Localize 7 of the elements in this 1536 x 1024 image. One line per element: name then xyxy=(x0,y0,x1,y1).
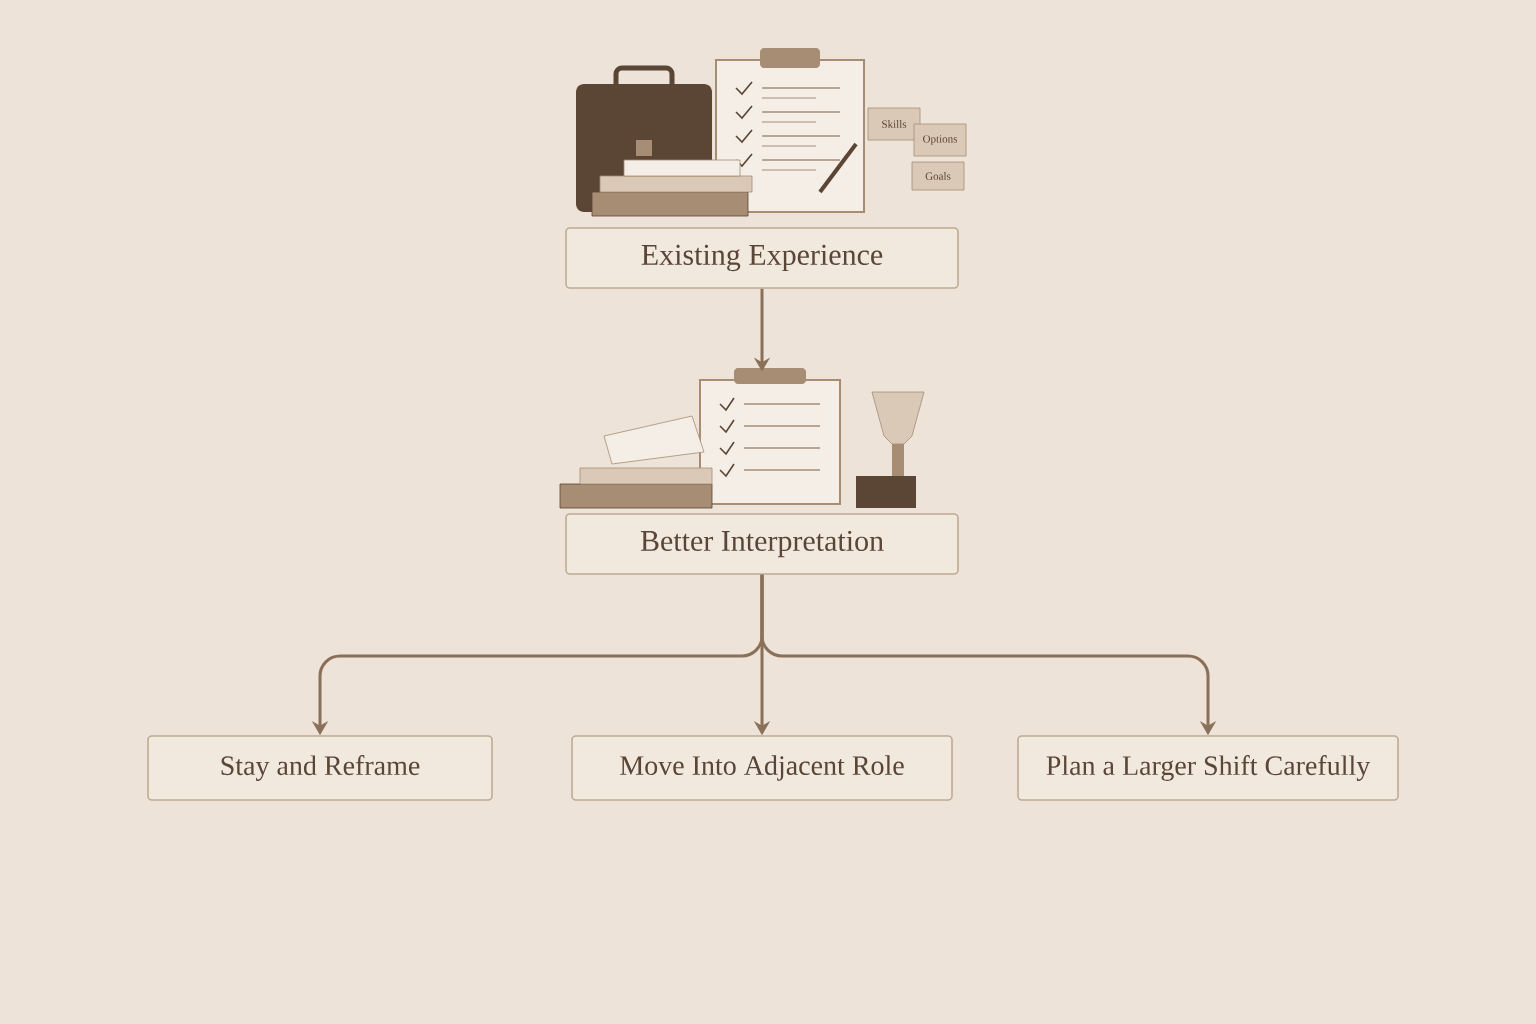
label-box: Stay and Reframe xyxy=(147,735,493,801)
illustration-drawing xyxy=(576,48,865,217)
illustration-drawing xyxy=(559,368,925,509)
label-box: Existing Experience xyxy=(565,227,959,289)
label-box: Move Into Adjacent Role xyxy=(571,735,953,801)
label-box: Plan a Larger Shift Carefully xyxy=(1017,735,1399,801)
label-box: Better Interpretation xyxy=(565,513,959,575)
